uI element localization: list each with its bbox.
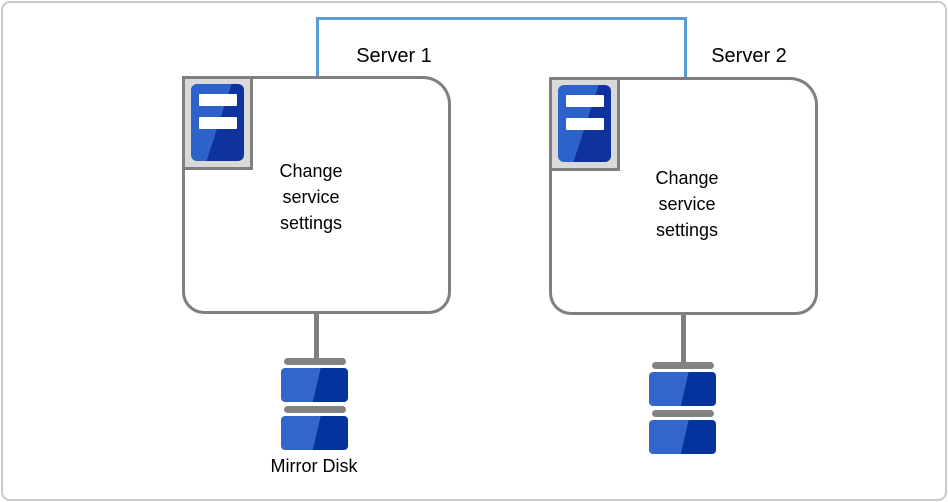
disk-platter	[281, 368, 348, 402]
server-icon-slot	[566, 118, 604, 130]
disk-platter	[649, 420, 716, 454]
mirror-disk-label: Mirror Disk	[270, 456, 358, 476]
server2-caption: Change service settings	[655, 168, 719, 240]
server2-disk-connector	[681, 312, 686, 364]
server2-label: Server 2	[711, 45, 787, 67]
server-icon	[182, 76, 253, 170]
server-icon	[549, 77, 620, 171]
server-icon-slot	[566, 95, 604, 107]
disk-platter-cap	[651, 410, 714, 417]
disk-platter-cap	[283, 406, 346, 413]
server-icon-slot	[199, 94, 237, 106]
server-icon-body	[558, 85, 611, 162]
disk-platter-cap	[283, 358, 346, 365]
disk-stack-icon	[649, 362, 716, 458]
interconnect-line	[316, 17, 687, 77]
server1-label: Server 1	[356, 45, 432, 67]
server-icon-slot	[199, 117, 237, 129]
disk-platter	[281, 416, 348, 450]
server1-disk-connector	[314, 312, 319, 360]
server1-caption: Change service settings	[279, 161, 343, 233]
server-icon-body	[191, 84, 244, 161]
disk-stack-icon	[281, 358, 348, 454]
disk-platter-cap	[651, 362, 714, 369]
disk-platter	[649, 372, 716, 406]
